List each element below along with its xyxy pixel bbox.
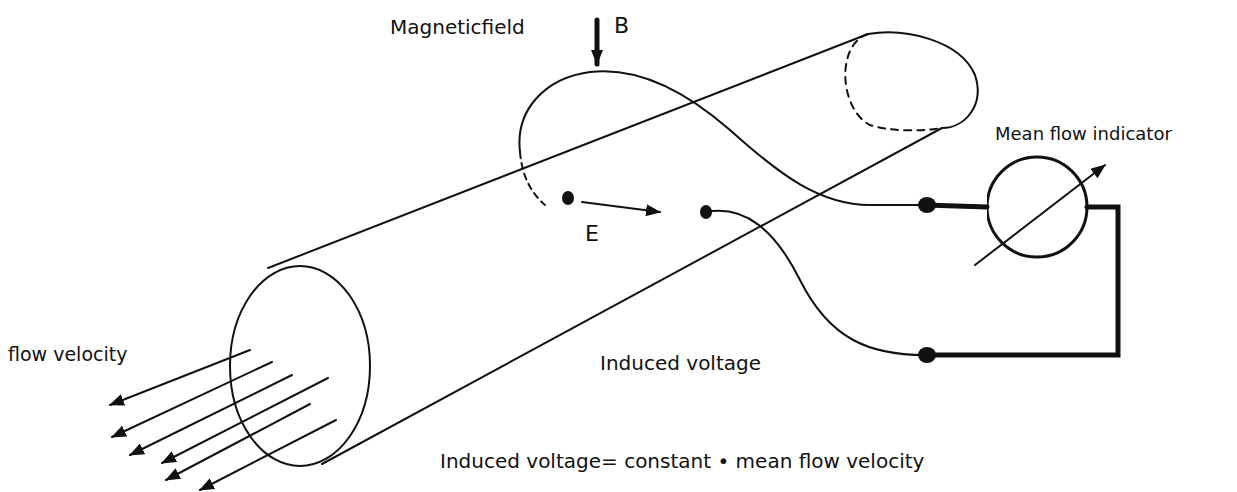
pipe-top-edge <box>268 34 868 268</box>
magnet-loop <box>519 71 925 205</box>
voltage-label: Induced voltage <box>600 352 761 374</box>
terminal <box>918 347 936 363</box>
meter-dial: Mean flow indicator <box>987 124 1172 261</box>
electrode <box>562 191 574 205</box>
meter-outline <box>987 124 1172 261</box>
flow-arrow <box>110 350 250 405</box>
meter-circle <box>987 157 1087 257</box>
flow-arrow <box>162 378 328 463</box>
equation: Induced voltage= constant • mean flow ve… <box>440 450 924 472</box>
terminal <box>918 197 936 213</box>
e-field-arrow <box>582 202 660 212</box>
magnet-loop-hidden <box>520 152 545 205</box>
field-symbol: B <box>614 14 629 38</box>
flow-arrow <box>166 404 310 480</box>
pipe-outlet-rim <box>868 33 978 128</box>
flow-label: flow velocity <box>8 344 127 365</box>
flow-arrow <box>112 362 272 437</box>
electrode <box>700 205 712 219</box>
flow-arrow <box>200 420 336 490</box>
electrode-wire <box>706 211 925 355</box>
pipe-bottom-edge <box>322 128 942 464</box>
field-arrow <box>595 20 600 64</box>
pipe-outlet-hidden-rim <box>845 34 942 130</box>
meter-label: Mean flow indicator <box>995 124 1172 144</box>
e-field-symbol: E <box>585 222 599 246</box>
field-label: Magneticfield <box>390 16 525 38</box>
flow-arrow <box>130 375 292 455</box>
